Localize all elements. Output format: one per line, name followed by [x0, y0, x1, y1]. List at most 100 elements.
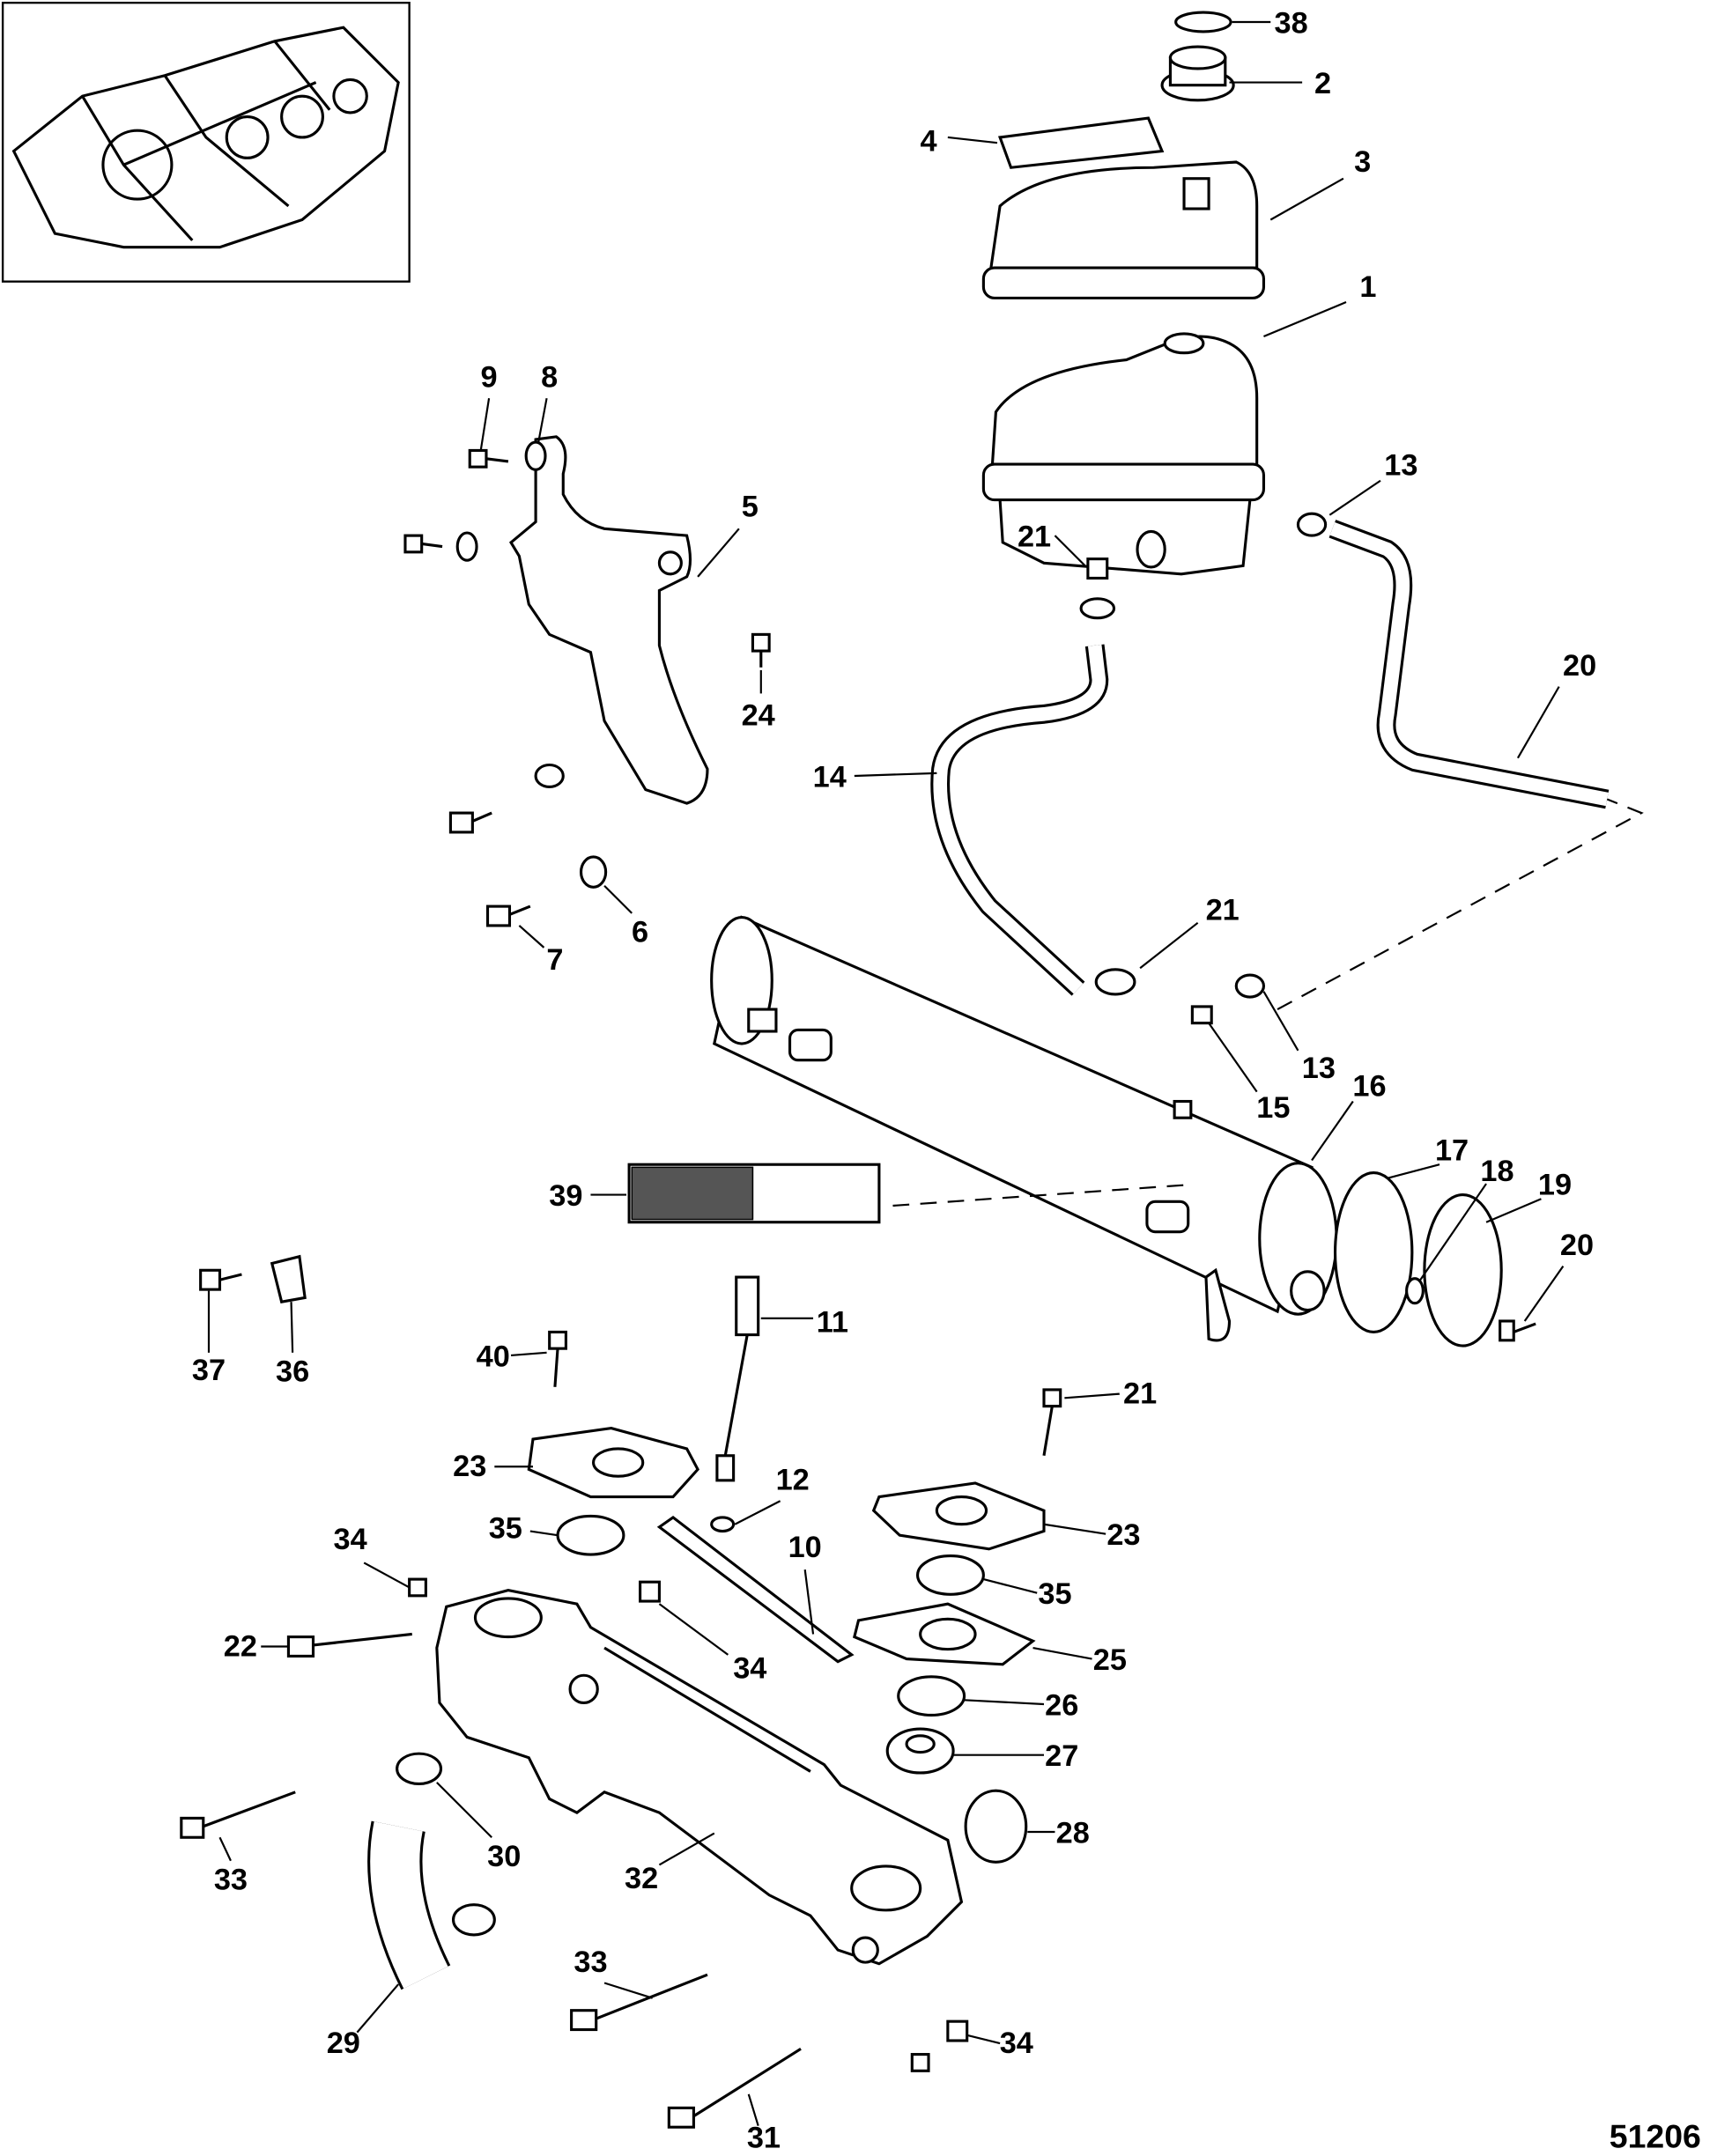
heat-exchanger-16	[710, 915, 1338, 1342]
thermostat-27	[885, 1727, 955, 1775]
screw-37	[199, 1268, 242, 1291]
callout-label: 31	[747, 2122, 781, 2155]
bracket-5	[508, 435, 709, 805]
leader-line	[510, 1351, 547, 1357]
leader-line	[964, 1699, 1045, 1706]
fitting-15	[1190, 1005, 1213, 1025]
leader-line	[1269, 177, 1344, 221]
bolt-33b	[570, 1973, 708, 2032]
bolt-9	[468, 448, 509, 469]
callout-label: 36	[276, 1355, 309, 1389]
callout-label: 22	[224, 1629, 257, 1663]
callout-label: 9	[481, 361, 498, 395]
callout-label: 33	[214, 1863, 248, 1896]
callout-label: 1	[1359, 270, 1376, 304]
diagram-reference-number: 51206	[1610, 2118, 1701, 2155]
leader-line	[1064, 1392, 1120, 1399]
reservoir-cover-3	[981, 160, 1266, 299]
callout-label: 10	[788, 1531, 822, 1564]
callout-label: 17	[1435, 1134, 1469, 1168]
callout-label: 18	[1480, 1155, 1513, 1188]
leader-line	[479, 398, 491, 451]
leader-line	[603, 884, 633, 914]
callout-label: 20	[1560, 1229, 1594, 1262]
strip-10	[656, 1516, 855, 1664]
callout-label: 13	[1384, 449, 1417, 483]
bolt-9b	[403, 534, 443, 554]
leader-line	[947, 136, 998, 144]
washer-8	[524, 440, 547, 471]
callout-label: 3	[1354, 145, 1371, 179]
leader-line	[529, 1530, 559, 1537]
clamp-13b	[1234, 973, 1266, 999]
fitting-21	[1086, 557, 1109, 580]
bolt-24	[751, 632, 771, 668]
callout-label: 21	[1018, 521, 1051, 554]
callout-label: 23	[453, 1450, 486, 1483]
callout-label: 34	[334, 1523, 367, 1556]
callout-label: 38	[1275, 6, 1308, 40]
leader-line	[1054, 535, 1086, 567]
callout-label: 6	[632, 916, 648, 949]
washer-8b	[455, 531, 478, 562]
callout-label: 24	[742, 698, 775, 732]
clamp-30b	[451, 1903, 496, 1937]
leader-line	[1387, 1163, 1440, 1179]
engine-locator-inset	[1, 1, 411, 283]
callout-label: 32	[625, 1862, 658, 1895]
callout-label: 21	[1123, 1377, 1157, 1411]
callout-label: 16	[1352, 1069, 1386, 1103]
callout-label: 7	[546, 943, 563, 977]
parts	[180, 11, 1644, 2129]
callout-label: 5	[742, 490, 759, 523]
callout-label: 25	[1093, 1643, 1127, 1677]
callout-label: 11	[817, 1305, 848, 1339]
end-cover-19	[1423, 1192, 1503, 1348]
bolt-40	[548, 1330, 567, 1387]
leader-line	[1485, 1198, 1542, 1223]
leader-line	[363, 1562, 411, 1589]
callout-label: 28	[1056, 1816, 1090, 1850]
leader-line	[658, 1603, 729, 1656]
leader-line	[697, 528, 740, 578]
callout-label: 20	[1563, 649, 1596, 683]
callout-label: 39	[549, 1179, 582, 1213]
leader-line	[1523, 1265, 1565, 1322]
leader-line	[966, 2034, 1001, 2045]
plug-34d	[910, 2053, 930, 2072]
callout-label: 40	[477, 1340, 510, 1373]
decal-39	[627, 1163, 881, 1224]
seal-35b	[915, 1554, 985, 1596]
leader-line	[1328, 479, 1381, 516]
o-ring-18	[1405, 1277, 1425, 1305]
decal-4	[997, 116, 1165, 169]
callout-label: 23	[1106, 1518, 1140, 1552]
callout-label: 34	[1000, 2027, 1033, 2060]
leader-line	[1208, 1023, 1258, 1093]
leader-line	[747, 2093, 759, 2126]
screw-20	[1499, 1319, 1536, 1342]
gasket-17	[1333, 1171, 1414, 1334]
fill-cap-2	[1160, 45, 1235, 102]
leader-line	[603, 1982, 653, 1999]
callout-label: 4	[920, 125, 936, 159]
leader-line	[1139, 921, 1199, 970]
clamp-21-top	[1079, 597, 1116, 620]
leader-line	[356, 1983, 399, 2034]
leader-line	[1311, 1100, 1354, 1162]
bolt-33a	[180, 1791, 296, 1839]
leader-lines	[207, 20, 1565, 2126]
leader-line	[1262, 991, 1299, 1052]
washer-6b	[579, 855, 608, 889]
callout-label: 8	[541, 361, 558, 395]
manifold-32	[435, 1588, 964, 1966]
leader-line	[734, 1500, 781, 1525]
callout-label: 21	[1206, 894, 1240, 927]
coolant-reservoir-1	[981, 332, 1266, 576]
callout-label: 14	[813, 760, 847, 794]
bolt-31	[667, 2048, 802, 2129]
leader-line	[290, 1302, 294, 1353]
clip-36	[270, 1254, 307, 1303]
